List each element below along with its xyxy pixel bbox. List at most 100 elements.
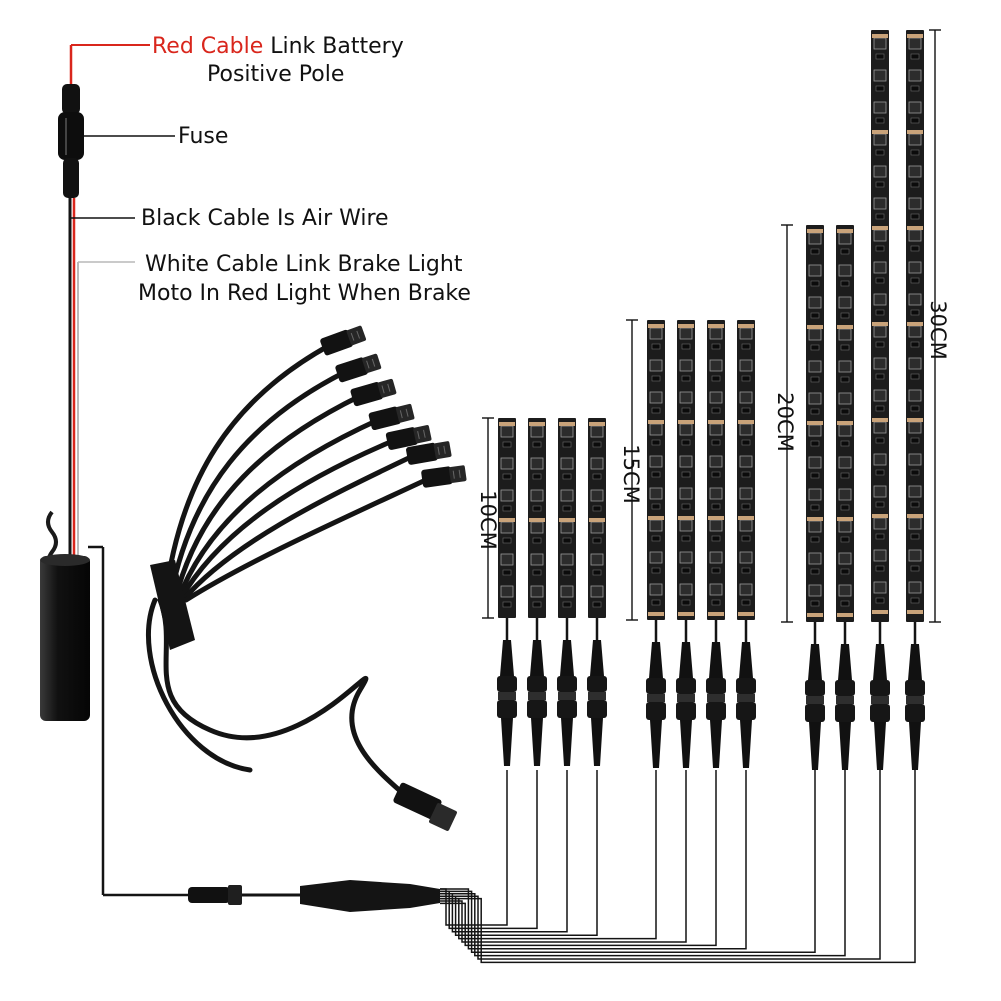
connector-pin [437,446,440,455]
led-chip [873,453,887,466]
resistor [592,505,602,512]
led-chip [649,487,663,500]
led-chip [530,489,544,502]
connector-clip [871,696,889,704]
led-chip [679,327,693,340]
resistor [910,341,920,348]
wire-connector-icon [320,325,367,356]
led-chip [808,584,822,597]
led-chip [739,551,753,564]
resistor [651,471,661,478]
resistor [910,181,920,188]
resistor [875,213,885,220]
resistor [840,472,850,479]
resistor [810,472,820,479]
led-chip [908,485,922,498]
connector-head [346,325,367,346]
cut-marker [807,421,823,425]
led-chip [873,549,887,562]
resistor [810,536,820,543]
led-chip [838,424,852,437]
connector-clip [906,696,924,704]
led-chip [838,392,852,405]
led-strip-icon [706,320,726,768]
cut-marker [648,420,664,424]
led-chip [739,487,753,500]
resistor [840,568,850,575]
connector-boot [680,720,692,768]
connector-boot [501,718,513,766]
led-chip [530,457,544,470]
resistor [741,567,751,574]
wire-connector-icon [646,702,666,720]
connector-head [433,441,452,460]
wire-connector-icon [736,678,756,694]
cut-marker [837,421,853,425]
resistor [651,407,661,414]
wire-connector-icon [805,704,825,722]
dimension-bracket [482,417,494,619]
led-chip [908,165,922,178]
resistor [840,376,850,383]
resistor [910,597,920,604]
led-chip [679,455,693,468]
resistor [502,537,512,544]
led-chip [709,423,723,436]
connector-boot [500,640,514,676]
connector-boot [650,720,662,768]
power-lead [58,44,175,560]
red-cable-callout-line2: Positive Pole [207,62,345,87]
connector-boot [808,644,822,680]
led-chip [679,583,693,596]
connector-pin [366,360,370,369]
wire-connector-icon [676,678,696,694]
connector-clip [558,692,576,700]
cut-marker [708,420,724,424]
led-chip [709,583,723,596]
resistor [741,503,751,510]
cut-marker [708,516,724,520]
connector-boot [838,644,852,680]
resistor [910,53,920,60]
resistor [840,504,850,511]
resistor [810,600,820,607]
bus-wire [440,770,747,950]
led-chip [590,553,604,566]
resistor [910,405,920,412]
led-strip-icon [870,30,890,770]
wire-connector-icon [835,704,855,722]
connector-clip [528,692,546,700]
resistor [840,600,850,607]
cut-marker [807,517,823,521]
led-chip [679,391,693,404]
led-chip [908,101,922,114]
resistor [502,505,512,512]
resistor [681,503,691,510]
connector-body [350,381,383,407]
led-chip [560,457,574,470]
resistor [840,536,850,543]
connector-boot [709,642,723,678]
resistor [840,280,850,287]
led-chip [649,455,663,468]
led-chip [590,457,604,470]
resistor [651,375,661,382]
fuse-holder-icon [58,84,84,198]
wire-connector-icon [406,441,452,465]
cut-marker [807,229,823,233]
fan-connectors [320,325,467,488]
wire-connector-icon [188,885,305,905]
cut-marker [708,324,724,328]
led-chip [590,489,604,502]
resistor [875,341,885,348]
bus-wire [440,770,657,940]
cut-marker [708,612,724,616]
wire-connector-icon [870,680,890,696]
resistor [532,505,542,512]
resistor [910,277,920,284]
led-chip [530,585,544,598]
resistor [875,533,885,540]
connector-pin [417,430,420,440]
cut-marker [589,422,605,426]
dimension-markers [482,29,941,623]
